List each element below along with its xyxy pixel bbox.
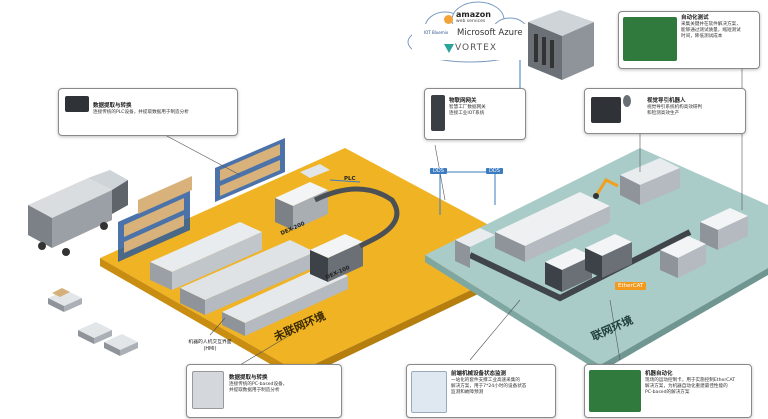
cloud-icon [407,1,533,63]
callout-text-2: 解决方案，用于7*24小时的设备状态 [451,384,527,389]
callout-leaders [164,65,743,366]
vision-controller-icon [591,97,621,123]
callout-vision-robot[interactable]: 视觉导引机器人 视觉导引系统机构高效研判 和检测高效生产 [584,88,746,134]
hmi-line-1: 机器的人机交互界面 [188,340,232,345]
embedded-pc-icon [65,96,89,112]
amazon-sub-text: web services [456,19,486,24]
dds-badge-2: DDS [486,168,503,174]
callout-title: 物联网网关 [449,98,477,104]
iot-bluemix-text: IOT Bluemix [424,30,449,35]
ethercat-badge: EtherCAT [615,282,647,290]
monitoring-screen-icon [411,371,447,413]
gateway-device-icon [431,95,445,131]
callout-title: 机器自动化 [645,371,673,377]
callout-text-3: PC-based的解决方案 [645,390,690,395]
motion-card-icon [589,370,641,412]
callout-text-1: 采集关键并在软件解决方案， [681,22,741,27]
vortex-icon [444,44,454,53]
test-card-icon [623,17,677,61]
vortex-text: VORTEX [455,43,498,53]
callout-text-2: 连接工业IOT系统 [449,111,485,116]
callout-text-1: 一站化的套件支撑工业高速采集的 [451,378,520,383]
callout-text-1: 连接传统的PC-based设备， [229,382,288,387]
industrial-pc-icon [192,371,224,409]
truck-icon [28,170,128,256]
callout-text-2: 和检测高效生产 [647,111,680,116]
callout-text: 连接传统的PLC设备，并提取数据用于制造分析 [93,110,189,115]
amazon-logo-text: amazon [456,10,491,19]
callout-iot-gateway[interactable]: 物联网网关 智慧工厂数据网关 连接工业IOT系统 [424,88,526,140]
callout-text-2: 能够通过测试质量，缩短测试 [681,28,741,33]
hmi-line-2: (HMI) [203,346,217,352]
camera-icon [623,95,631,107]
callout-text-3: 时间，降低测试成本 [681,34,723,39]
callout-text-1: 视觉导引系统机构高效研判 [647,105,703,110]
server-rack-icon [528,10,594,80]
right-production-line [455,158,748,302]
agv-carts [48,288,138,356]
callout-text-2: 并提取数据用于制造分析 [229,388,280,393]
callout-data-extraction-pc[interactable]: 数据提取与转换 连接传统的PC-based设备， 并提取数据用于制造分析 [186,364,342,418]
callout-title: 数据提取与转换 [93,103,132,109]
iot-bluemix-icon [444,15,453,24]
callout-title: 数据提取与转换 [229,375,268,381]
storage-racks [118,138,285,262]
callout-text-2: 解决方案，为机器自动化重建最佳性能的 [645,384,728,389]
callout-text-1: 现场的运动控制卡，用于实施控制EtherCAT [645,378,736,383]
callout-machine-monitoring[interactable]: 前端机械设备状态监测 一站化的套件支撑工业高速采集的 解决方案，用于7*24小时… [406,364,556,418]
dds-badge-1: DDS [430,168,447,174]
unconnected-zone-edge [100,258,298,380]
hmi-label: 机器的人机交互界面 (HMI) [182,340,238,353]
azure-text: Microsoft Azure [457,28,523,38]
callout-text-1: 智慧工厂数据网关 [449,105,486,110]
callout-title: 视觉导引机器人 [647,98,686,104]
callout-machine-automation[interactable]: 机器自动化 现场的运动控制卡，用于实施控制EtherCAT 解决方案，为机器自动… [584,364,752,418]
callout-title: 自动化测试 [681,15,709,21]
callout-data-extraction-plc[interactable]: 数据提取与转换 连接传统的PLC设备，并提取数据用于制造分析 [58,88,238,136]
conveyor-loop [313,186,400,249]
callout-text-3: 监测和故障预测 [451,390,484,395]
network-links [329,58,521,215]
plc-label: PLC [344,176,356,182]
callout-automated-testing[interactable]: 自动化测试 采集关键并在软件解决方案， 能够通过测试质量，缩短测试 时间，降低测… [618,11,760,69]
connected-zone-edge [425,255,600,372]
callout-title: 前端机械设备状态监测 [451,371,507,377]
connected-zone-edge-right [600,268,768,372]
